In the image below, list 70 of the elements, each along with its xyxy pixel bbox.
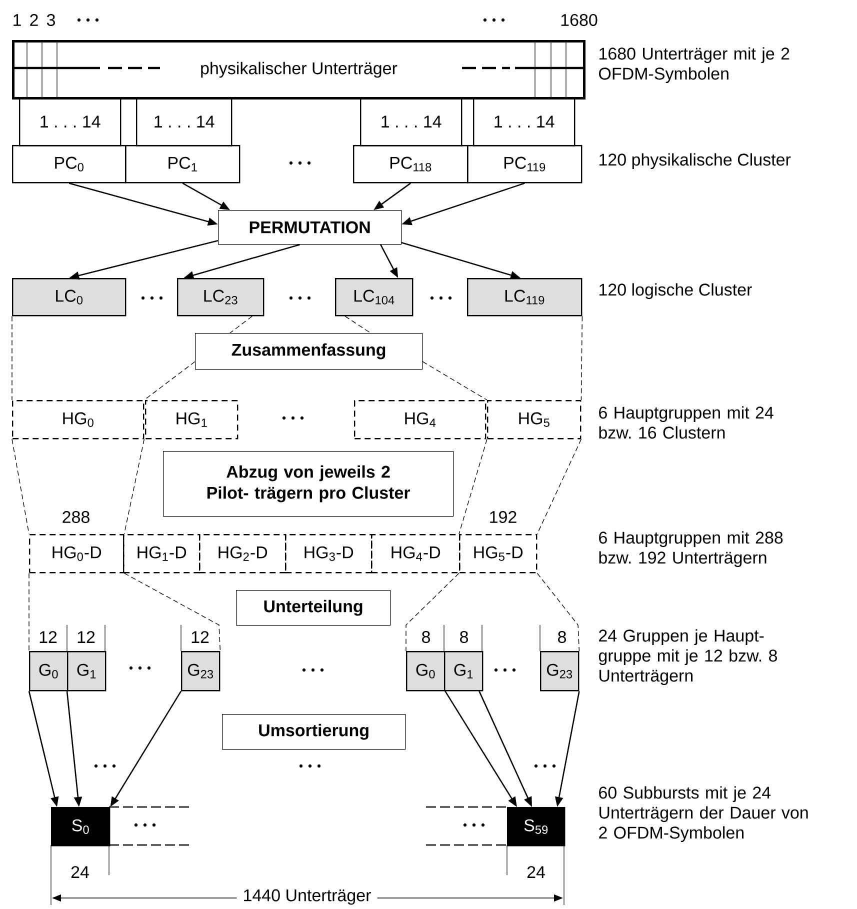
- projection-line: [124, 572, 221, 652]
- group-box: HG$_{3}$-D: [285, 534, 372, 574]
- cluster-box: 8 G$_{23}$: [540, 624, 580, 692]
- projection-line: [422, 361, 488, 400]
- cluster-box: LC$_{0}$: [12, 278, 126, 316]
- side-note: 6 Hauptgruppen mit 288 bzw. 192 Unterträgern: [599, 531, 783, 568]
- cluster-box: 12 G$_{0}$: [29, 624, 68, 692]
- cluster-box: 8 G$_{1}$: [444, 624, 484, 692]
- cluster-box: 12 G$_{1}$: [67, 624, 106, 692]
- count-label: 24: [527, 866, 545, 878]
- projection-line: [124, 438, 145, 534]
- cluster-box: 12 G$_{23}$: [180, 624, 220, 692]
- group-box: HG$_{5}$: [487, 400, 582, 440]
- group-box: HG$_{5}$-D: [459, 534, 538, 574]
- cluster-box: 8 G$_{0}$: [406, 624, 446, 692]
- count-label: 288: [62, 510, 90, 524]
- cluster-box: 1 . . . 14: [136, 97, 232, 146]
- group-box: HG$_{1}$-D: [123, 534, 200, 574]
- subcarrier-bar: 1 2 3 1680 physikalischer Unterträger: [10, 14, 598, 100]
- dimension-label: 1440 Unterträger: [236, 888, 378, 906]
- projection-line: [144, 361, 196, 400]
- projection-line: [536, 572, 580, 652]
- node-label: 12: [192, 631, 209, 643]
- cluster-box: 1 . . . 14: [19, 97, 122, 146]
- cluster-box: PC$_{119}$: [467, 145, 582, 184]
- node-label: 2: [30, 14, 38, 26]
- subburst-box: S$_{59}$: [507, 807, 566, 846]
- cluster-box: PC$_{1}$: [125, 145, 240, 184]
- side-note: 24 Gruppen je Haupt- gruppe mit je 12 bzw. 8 Unterträgern: [598, 629, 777, 686]
- cluster-box: PC$_{118}$: [353, 145, 468, 184]
- side-note: 6 Hauptgruppen mit 24 bzw. 16 Clustern: [599, 406, 774, 439]
- projection-line: [28, 572, 30, 652]
- cluster-box: LC$_{23}$: [177, 278, 264, 316]
- projection-line: [458, 438, 488, 534]
- projection-line: [406, 572, 460, 652]
- node-label: 1: [14, 14, 21, 26]
- side-note: 120 physikalische Cluster: [600, 153, 791, 170]
- projection-line: [12, 438, 30, 534]
- group-box: HG$_{0}$: [12, 400, 144, 440]
- node-label: 1680: [561, 14, 598, 26]
- node-label: 8: [460, 630, 468, 644]
- group-box: HG$_{4}$-D: [371, 534, 460, 574]
- step-box: PERMUTATION: [218, 210, 402, 245]
- count-label: 192: [490, 510, 516, 524]
- side-note: 60 Subbursts mit je 24 Unterträgern der Dauer von 2 OFDM-Symbolen: [599, 786, 808, 842]
- step-box: Abzug von jeweils 2 Pilot- trägern pro Cluster: [163, 451, 454, 517]
- cluster-box: LC$_{104}$: [335, 278, 414, 316]
- node-label: 8: [422, 630, 430, 644]
- projection-line: [536, 438, 582, 534]
- group-box: HG$_{4}$: [354, 400, 486, 440]
- step-box: Unterteilung: [236, 590, 391, 626]
- subburst-box: S$_{0}$: [51, 807, 110, 846]
- count-label: 24: [71, 866, 89, 878]
- cluster-box: PC$_{0}$: [12, 145, 126, 184]
- side-note: 120 logische Cluster: [600, 283, 752, 300]
- node-label: 3: [46, 14, 55, 26]
- projection-line: [580, 316, 583, 400]
- step-box: Zusammenfassung: [195, 333, 423, 370]
- node-label: 8: [558, 630, 566, 644]
- group-box: HG$_{1}$: [145, 400, 238, 440]
- group-box: HG$_{0}$-D: [29, 534, 124, 574]
- cluster-box: 1 . . . 14: [360, 97, 462, 146]
- projection-line: [344, 316, 371, 334]
- side-note: 1680 Unterträger mit je 2 OFDM-Symbolen: [599, 47, 790, 84]
- cluster-box: 1 . . . 14: [473, 97, 576, 146]
- cluster-box: LC$_{119}$: [467, 278, 582, 316]
- node-label: 12: [78, 631, 95, 643]
- node-label: 12: [40, 631, 57, 643]
- step-box: Umsortierung: [222, 714, 406, 750]
- group-box: HG$_{2}$-D: [199, 534, 286, 574]
